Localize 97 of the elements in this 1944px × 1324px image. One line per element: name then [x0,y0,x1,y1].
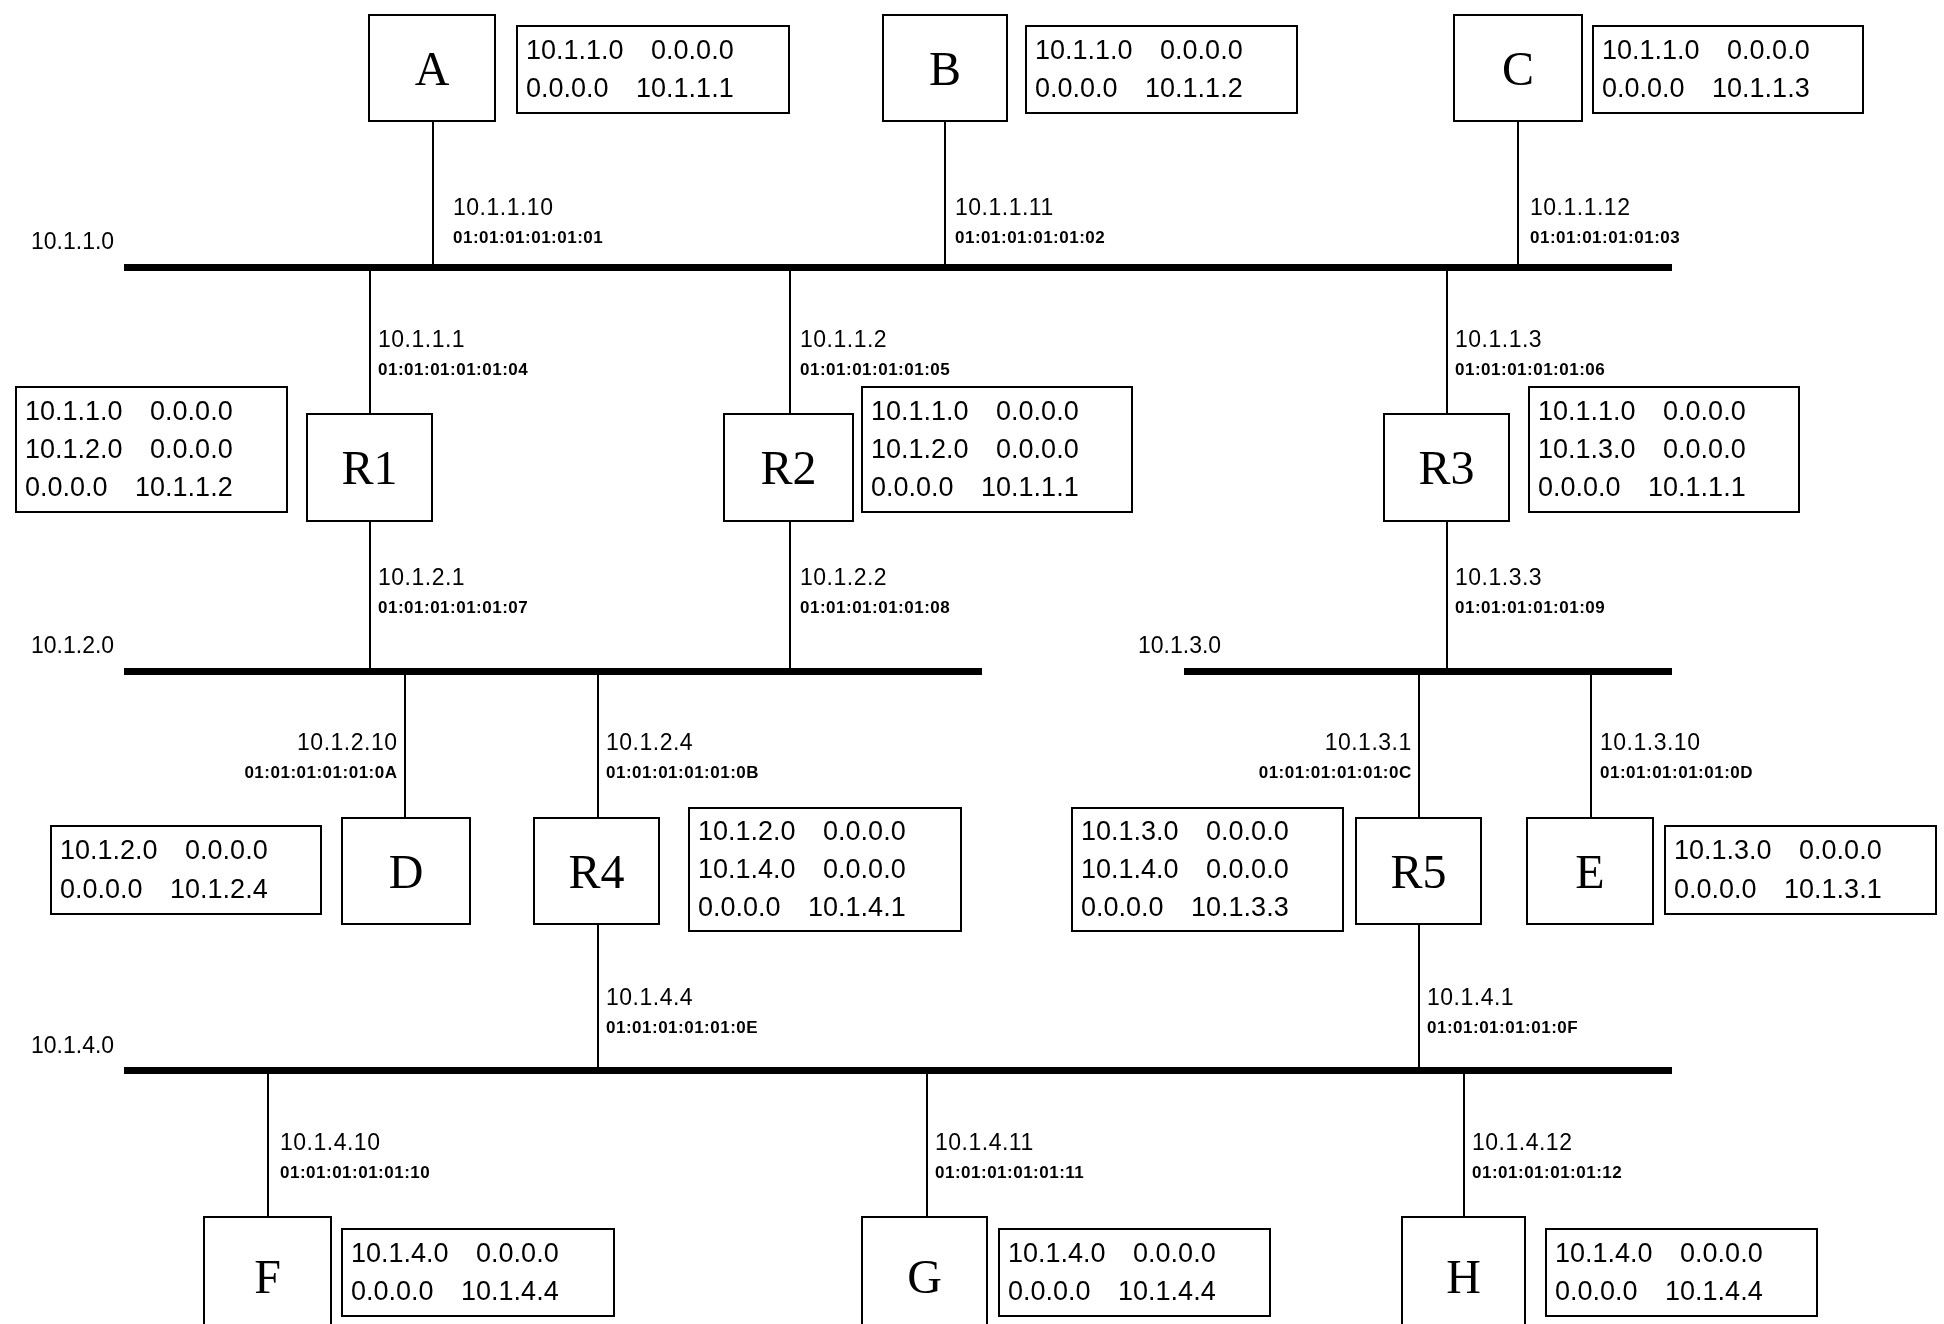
connector-line [789,270,791,414]
route-entry: 10.1.4.0 0.0.0.0 [698,853,907,885]
connector-line [1517,121,1519,265]
device-box: D [341,817,471,925]
connector-line [1418,924,1420,1068]
device-box: R5 [1355,817,1482,925]
edge-label: 10.1.4.4 01:01:01:01:01:0E [606,983,760,1039]
network-label: 10.1.1.0 [31,228,115,255]
connector-line [369,270,371,414]
edge-label: 10.1.4.1 01:01:01:01:01:0F [1427,983,1580,1039]
device-box: C [1453,14,1583,122]
routing-table [50,825,322,915]
routing-table [1545,1228,1818,1317]
route-entry: 0.0.0.0 10.1.3.3 [1081,891,1290,923]
device-box: G [861,1216,988,1324]
connector-line [789,521,791,669]
device-box: H [1401,1216,1526,1324]
route-entry: 10.1.1.0 0.0.0.0 [871,395,1080,427]
device-box: R1 [306,413,433,522]
network-label: 10.1.2.0 [31,632,115,659]
route-entry: 0.0.0.0 10.1.4.1 [698,891,907,923]
routing-table [861,386,1133,513]
routing-table [516,25,790,114]
route-entry: 10.1.2.0 0.0.0.0 [60,834,269,866]
route-entry: 10.1.1.0 0.0.0.0 [1035,34,1244,66]
edge-label: 10.1.1.2 01:01:01:01:01:05 [800,325,952,381]
connector-line [1446,521,1448,669]
edge-label: 10.1.3.1 01:01:01:01:01:0C [1257,728,1412,784]
route-entry: 10.1.3.0 0.0.0.0 [1081,816,1290,848]
edge-label: 10.1.2.4 01:01:01:01:01:0B [606,728,761,784]
connector-line [1463,1073,1465,1217]
routing-table [341,1228,615,1317]
route-entry: 10.1.4.0 0.0.0.0 [1081,853,1290,885]
device-box: R3 [1383,413,1510,522]
edge-label: 10.1.4.11 01:01:01:01:01:11 [935,1128,1086,1184]
route-entry: 10.1.4.0 0.0.0.0 [1008,1237,1217,1269]
route-entry: 10.1.3.0 0.0.0.0 [1674,834,1883,866]
edge-label: 10.1.4.12 01:01:01:01:01:12 [1472,1128,1624,1184]
routing-table [1528,386,1800,513]
routing-table [688,807,962,932]
edge-label: 10.1.1.11 01:01:01:01:01:02 [955,193,1107,249]
connector-line [597,674,599,818]
route-entry: 10.1.1.0 0.0.0.0 [526,34,735,66]
edge-label: 10.1.4.10 01:01:01:01:01:10 [280,1128,432,1184]
route-entry: 10.1.3.0 0.0.0.0 [1538,433,1747,465]
route-entry: 0.0.0.0 10.1.1.1 [526,73,735,105]
route-entry: 0.0.0.0 10.1.1.1 [871,472,1080,504]
connector-line [926,1073,928,1217]
route-entry: 0.0.0.0 10.1.4.4 [1555,1276,1764,1308]
connector-line [1590,674,1592,818]
routing-table [15,386,288,513]
connector-line [432,121,434,265]
route-entry: 0.0.0.0 10.1.1.2 [1035,73,1244,105]
route-entry: 10.1.2.0 0.0.0.0 [25,433,234,465]
connector-line [1446,270,1448,414]
connector-line [1418,674,1420,818]
connector-line [369,521,371,669]
device-box: R2 [723,413,854,522]
route-entry: 10.1.4.0 0.0.0.0 [1555,1237,1764,1269]
routing-table [998,1228,1271,1317]
edge-label: 10.1.2.2 01:01:01:01:01:08 [800,563,952,619]
connector-line [944,121,946,265]
network-label: 10.1.4.0 [31,1032,115,1059]
route-entry: 10.1.2.0 0.0.0.0 [871,433,1080,465]
route-entry: 0.0.0.0 10.1.1.2 [25,472,234,504]
routing-table [1592,25,1864,114]
route-entry: 0.0.0.0 10.1.1.3 [1602,73,1811,105]
route-entry: 10.1.2.0 0.0.0.0 [698,816,907,848]
device-box: F [203,1216,332,1324]
route-entry: 0.0.0.0 10.1.2.4 [60,873,269,905]
edge-label: 10.1.1.10 01:01:01:01:01:01 [453,193,605,249]
edge-label: 10.1.3.3 01:01:01:01:01:09 [1455,563,1607,619]
edge-label: 10.1.2.1 01:01:01:01:01:07 [378,563,530,619]
route-entry: 10.1.1.0 0.0.0.0 [1602,34,1811,66]
route-entry: 0.0.0.0 10.1.4.4 [351,1276,560,1308]
routing-table [1025,25,1298,114]
routing-table [1071,807,1344,932]
edge-label: 10.1.3.10 01:01:01:01:01:0D [1600,728,1755,784]
edge-label: 10.1.1.3 01:01:01:01:01:06 [1455,325,1607,381]
edge-label: 10.1.1.12 01:01:01:01:01:03 [1530,193,1682,249]
connector-line [597,924,599,1068]
device-box: R4 [533,817,660,925]
connector-line [267,1073,269,1217]
route-entry: 10.1.1.0 0.0.0.0 [25,395,234,427]
routing-table [1664,825,1937,915]
edge-label: 10.1.2.10 01:01:01:01:01:0A [243,728,398,784]
device-box: B [882,14,1008,122]
edge-label: 10.1.1.1 01:01:01:01:01:04 [378,325,530,381]
device-box: E [1526,817,1654,925]
route-entry: 0.0.0.0 10.1.3.1 [1674,873,1883,905]
route-entry: 10.1.4.0 0.0.0.0 [351,1237,560,1269]
route-entry: 0.0.0.0 10.1.1.1 [1538,472,1747,504]
device-box: A [368,14,496,122]
connector-line [404,674,406,818]
route-entry: 10.1.1.0 0.0.0.0 [1538,395,1747,427]
network-label: 10.1.3.0 [1138,632,1222,659]
route-entry: 0.0.0.0 10.1.4.4 [1008,1276,1217,1308]
